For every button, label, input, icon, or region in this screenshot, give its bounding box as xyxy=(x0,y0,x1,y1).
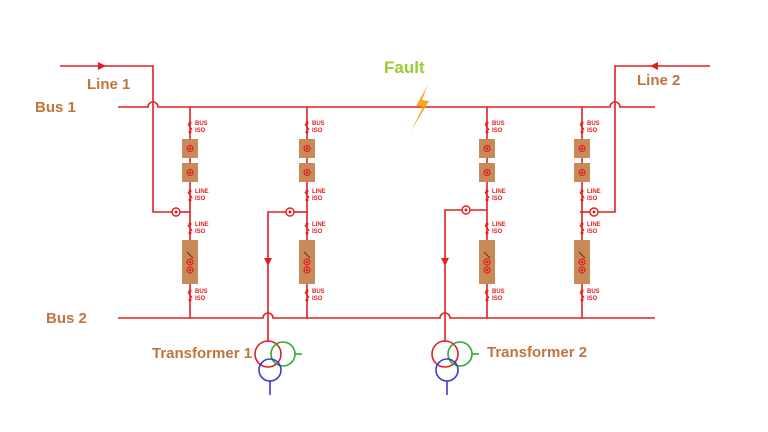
line-2-arrow xyxy=(650,62,658,70)
bay-3-line-isolator-lower-label-bottom: ISO xyxy=(492,229,503,235)
line-1-label: Line 1 xyxy=(87,76,131,93)
bay-3-line-isolator-upper xyxy=(484,191,490,199)
bay-4-bus-isolator-bottom-label-bottom: ISO xyxy=(587,296,598,302)
bay-3-bus-isolator-top-label-top: BUS xyxy=(492,121,505,127)
transformer-2-feeder xyxy=(444,209,462,342)
fault-lightning-icon xyxy=(411,85,429,131)
line-2-label: Line 2 xyxy=(637,72,681,89)
bay-2-bus-isolator-bottom-label-top: BUS xyxy=(312,289,325,295)
bay-4-line-isolator-upper-label-bottom: ISO xyxy=(587,196,598,202)
bay-3-line-isolator-lower-label-top: LINE xyxy=(492,222,506,228)
transformer-1-arrow xyxy=(264,258,272,266)
bay-4-line-isolator-lower xyxy=(579,224,585,232)
bay-2-bus-isolator-bottom xyxy=(304,291,310,299)
bay-2-bus-isolator-top-label-bottom: ISO xyxy=(312,128,323,134)
bay-3-bus-isolator-bottom-label-bottom: ISO xyxy=(492,296,503,302)
bay-1-bus-isolator-bottom xyxy=(187,291,193,299)
bay-2-bus-isolator-top-label-top: BUS xyxy=(312,121,325,127)
bay-2-bus-isolator-bottom-label-bottom: ISO xyxy=(312,296,323,302)
bus-1-conductor xyxy=(118,101,655,108)
bay-1-bus-isolator-top xyxy=(187,123,193,131)
bay-3-line-isolator-upper-label-top: LINE xyxy=(492,189,506,195)
bay-1-line-isolator-upper-label-bottom: ISO xyxy=(195,196,206,202)
transformer-1-feeder xyxy=(267,211,286,342)
bay-2-line-isolator-lower-label-bottom: ISO xyxy=(312,229,323,235)
transformer-2-arrow xyxy=(441,258,449,266)
bay-3-line-isolator-lower xyxy=(484,224,490,232)
bay-1-line-isolator-lower-label-top: LINE xyxy=(195,222,209,228)
bay-2-line-isolator-upper xyxy=(304,191,310,199)
bay-2-bus-isolator-top xyxy=(304,123,310,131)
line-1-arrow xyxy=(98,62,106,70)
bay-4-line-isolator-upper-label-top: LINE xyxy=(587,189,601,195)
bay-1-bus-isolator-bottom-label-bottom: ISO xyxy=(195,296,206,302)
bay-1-line-isolator-lower-label-bottom: ISO xyxy=(195,229,206,235)
bay-2-line-isolator-upper-label-bottom: ISO xyxy=(312,196,323,202)
bay-4-bus-isolator-bottom xyxy=(579,291,585,299)
bay-1-line-isolator-upper xyxy=(187,191,193,199)
bus-2-label: Bus 2 xyxy=(46,310,87,327)
bus-1-label: Bus 1 xyxy=(35,99,76,116)
bay-2-line-isolator-lower xyxy=(304,224,310,232)
bay-4-bus-isolator-bottom-label-top: BUS xyxy=(587,289,600,295)
bay-3-bus-isolator-top xyxy=(484,123,490,131)
bay-1-bus-isolator-bottom-label-top: BUS xyxy=(195,289,208,295)
bay-4-line-isolator-upper xyxy=(579,191,585,199)
bay-3-bus-isolator-bottom-label-top: BUS xyxy=(492,289,505,295)
transformer-1-label: Transformer 1 xyxy=(152,345,253,362)
bay-4-bus-isolator-top-label-bottom: ISO xyxy=(587,128,598,134)
bay-3-line-isolator-upper-label-bottom: ISO xyxy=(492,196,503,202)
line-2-conductor xyxy=(598,65,710,213)
fault-label: Fault xyxy=(384,58,425,77)
bay-2-line-isolator-upper-label-top: LINE xyxy=(312,189,326,195)
bay-1-bus-isolator-top-label-bottom: ISO xyxy=(195,128,206,134)
transformer-2-label: Transformer 2 xyxy=(487,344,588,361)
bay-4-bus-isolator-top-label-top: BUS xyxy=(587,121,600,127)
bay-2-line-isolator-lower-label-top: LINE xyxy=(312,222,326,228)
bay-4-line-isolator-lower-label-bottom: ISO xyxy=(587,229,598,235)
bay-1-line-isolator-lower xyxy=(187,224,193,232)
bay-3-bus-isolator-top-label-bottom: ISO xyxy=(492,128,503,134)
bus-2-conductor xyxy=(118,312,655,319)
line-1-conductor xyxy=(60,65,172,213)
bay-1-bus-isolator-top-label-top: BUS xyxy=(195,121,208,127)
bay-3-bus-isolator-bottom xyxy=(484,291,490,299)
transformer-1-symbol xyxy=(254,340,302,395)
bay-4-bus-isolator-top xyxy=(579,123,585,131)
bay-1-line-isolator-upper-label-top: LINE xyxy=(195,189,209,195)
transformer-2-symbol xyxy=(431,340,479,395)
bay-4-line-isolator-lower-label-top: LINE xyxy=(587,222,601,228)
